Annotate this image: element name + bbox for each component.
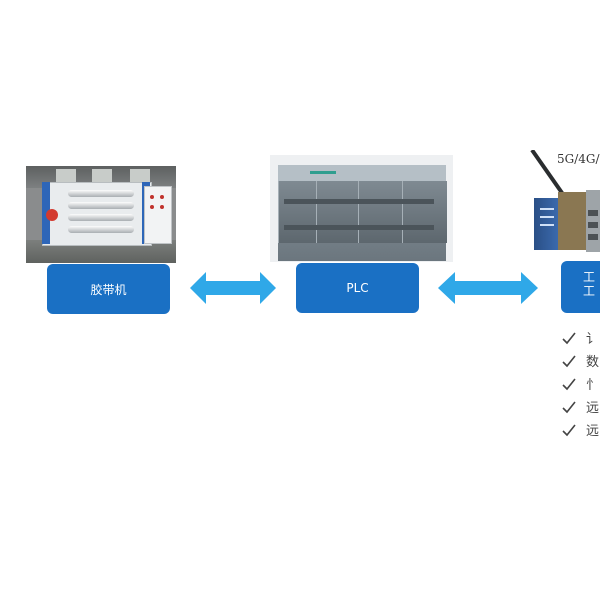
plc-node: PLC xyxy=(296,263,419,313)
tape-machine-node: 胶带机 xyxy=(47,264,170,314)
feature-text: 讠 xyxy=(586,332,600,347)
bidirectional-arrow-icon xyxy=(438,272,538,304)
feature-list: 讠 数 忄 远 远 xyxy=(562,326,599,441)
bidirectional-arrow-icon xyxy=(190,272,276,304)
tape-machine-photo xyxy=(26,166,176,263)
checkmark-icon xyxy=(562,401,576,413)
network-type-label: 5G/4G/ xyxy=(557,152,600,166)
checkmark-icon xyxy=(562,332,576,344)
feature-item: 数 xyxy=(562,349,599,372)
feature-item: 忄 xyxy=(562,372,599,395)
checkmark-icon xyxy=(562,424,576,436)
feature-text: 忄 xyxy=(586,378,600,393)
feature-text: 数 xyxy=(586,355,600,370)
gateway-label-line-1: 工 xyxy=(583,270,596,284)
feature-item: 讠 xyxy=(562,326,599,349)
feature-item: 远 xyxy=(562,418,599,441)
checkmark-icon xyxy=(562,355,576,367)
plc-photo xyxy=(270,155,453,262)
checkmark-icon xyxy=(562,378,576,390)
gateway-label-line-2: 工 xyxy=(583,284,596,298)
feature-text: 远 xyxy=(586,401,600,416)
gateway-photo xyxy=(528,150,600,258)
plc-label: PLC xyxy=(346,281,369,295)
feature-item: 远 xyxy=(562,395,599,418)
tape-machine-label: 胶带机 xyxy=(90,282,127,297)
feature-text: 远 xyxy=(586,424,600,439)
gateway-node: 工 工 xyxy=(561,261,600,313)
